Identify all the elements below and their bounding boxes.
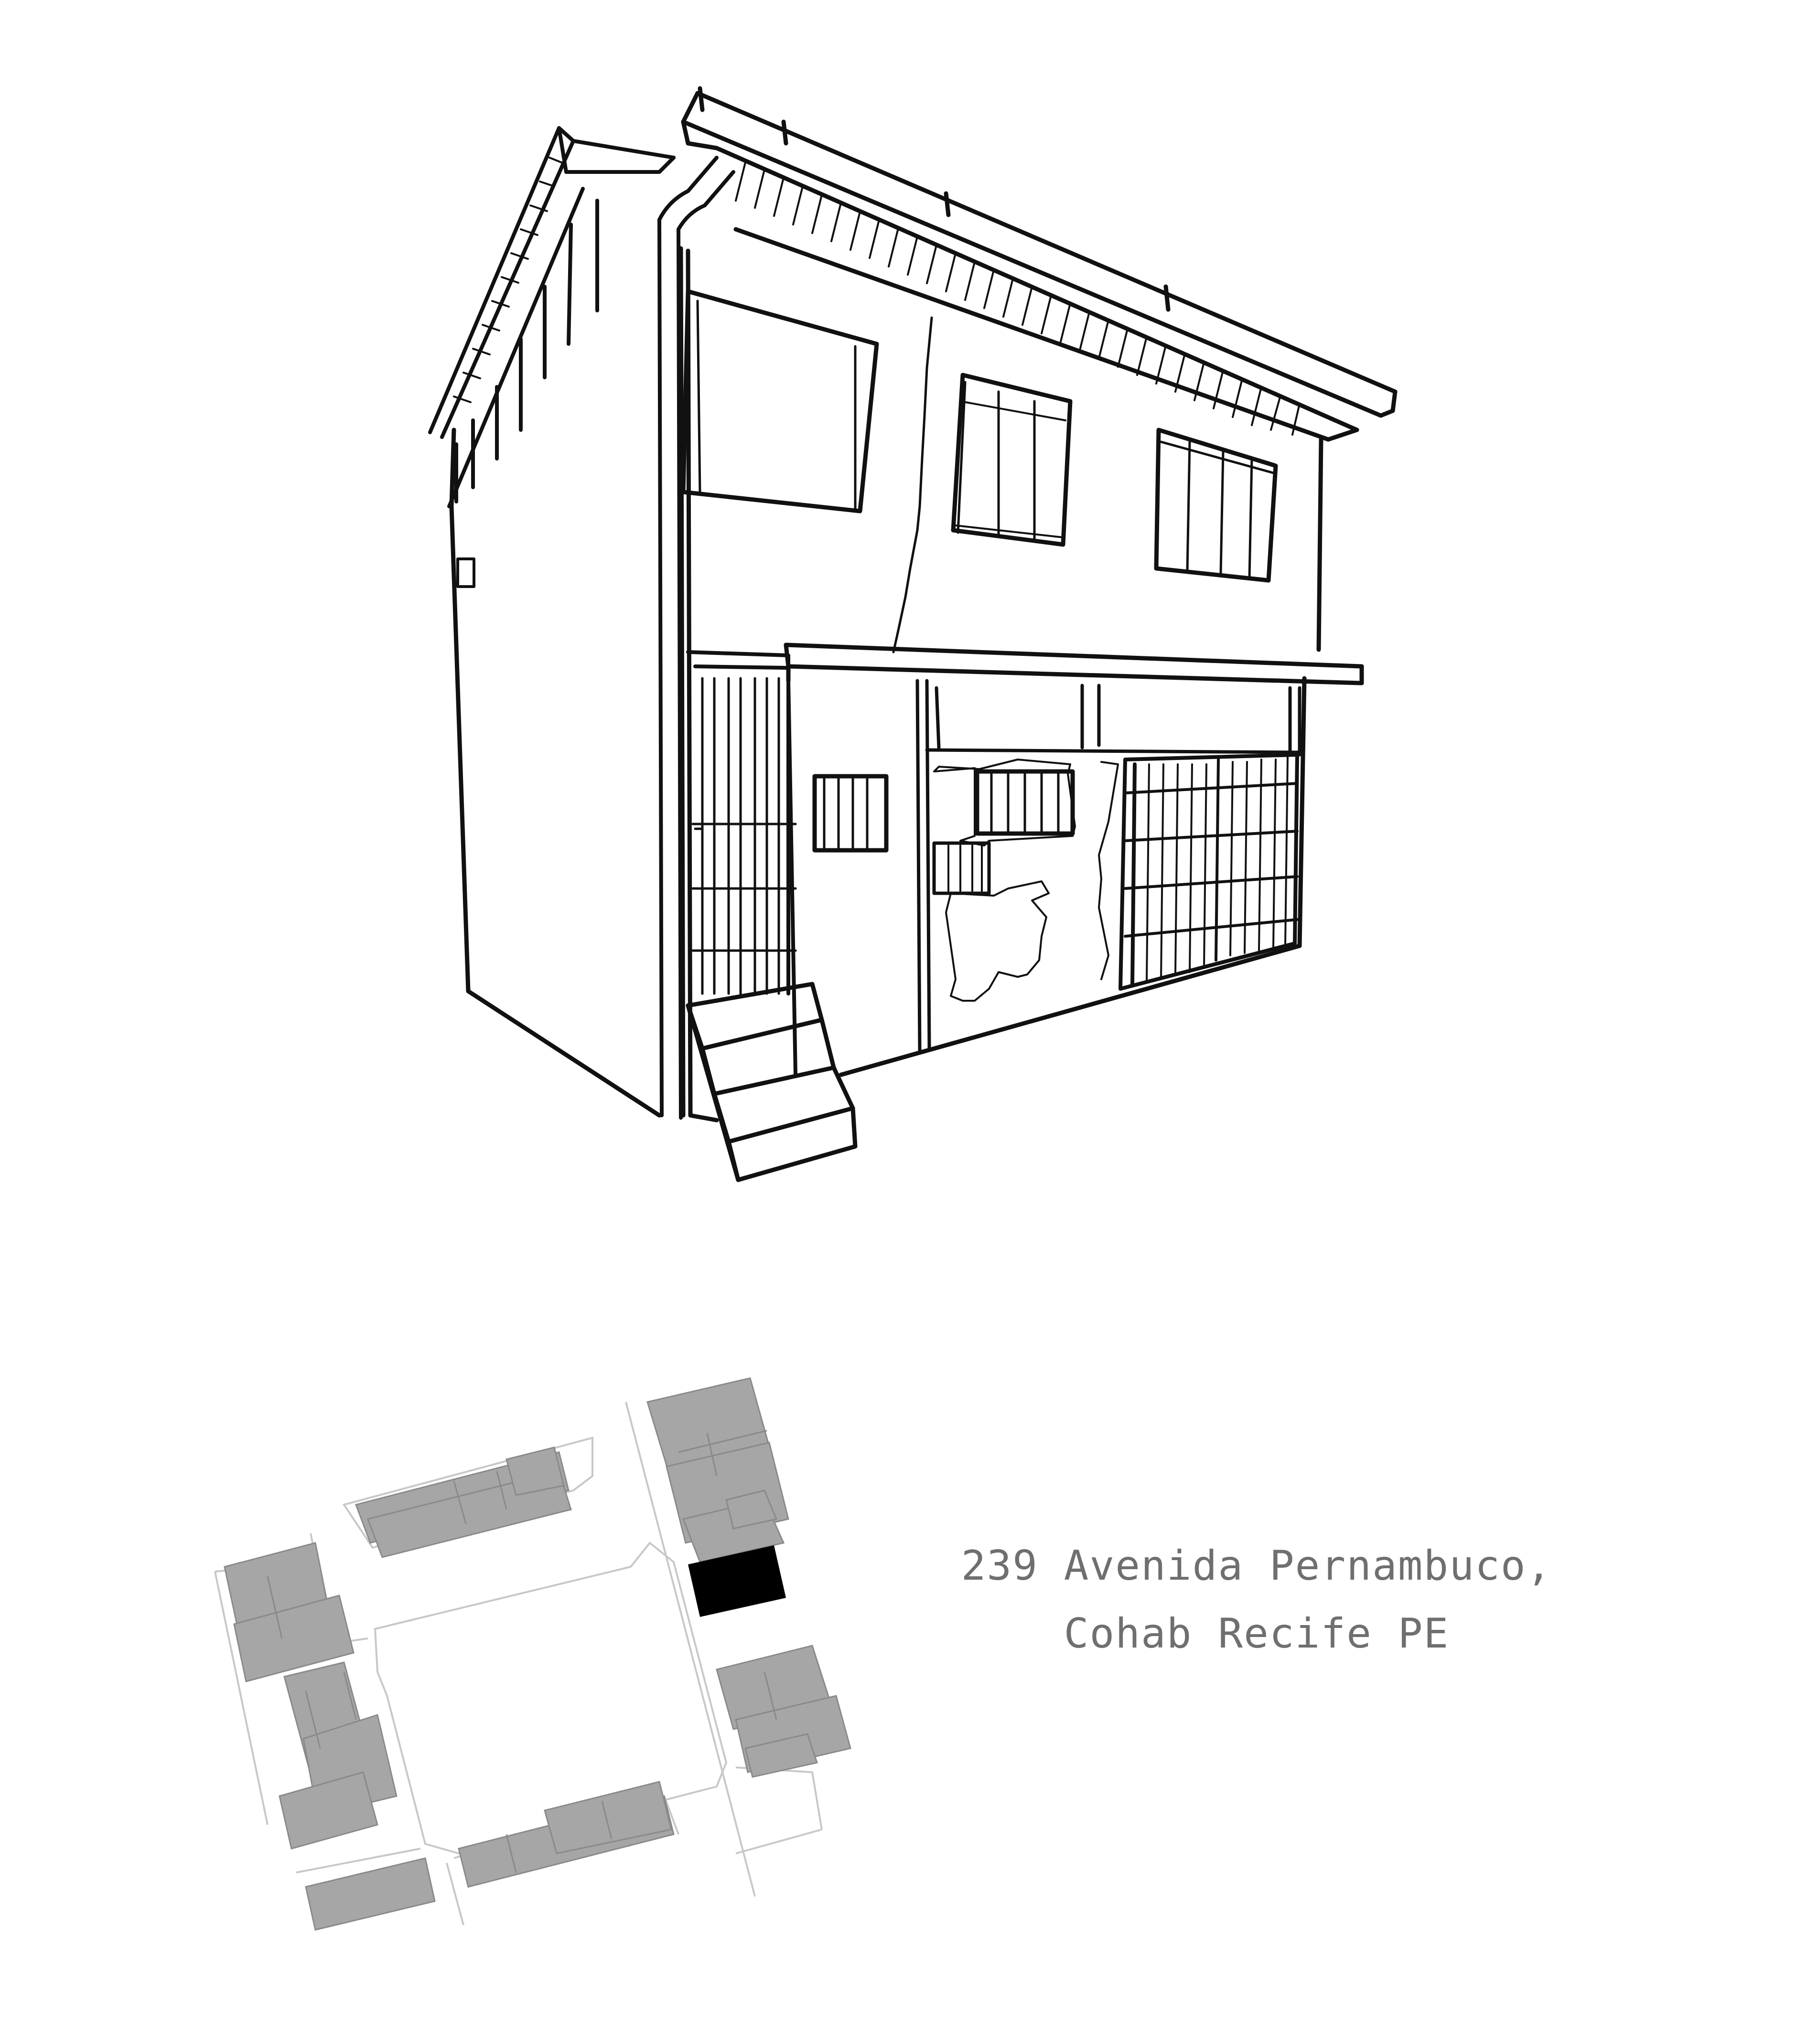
- footprint-dividers: [267, 1430, 777, 1873]
- highlighted-building: [688, 1545, 786, 1617]
- site-plan: [214, 1377, 851, 1931]
- front-steps: [686, 982, 858, 1182]
- main-roof-hatch: [735, 161, 1301, 436]
- downpipe: [657, 156, 735, 1120]
- ac-unit: [932, 841, 991, 895]
- upper-window-right: [1154, 428, 1278, 583]
- address-line-1: 239 Avenida Pernambuco,: [961, 1542, 1552, 1590]
- side-roof-hatch: [453, 157, 562, 403]
- awning: [784, 642, 1364, 685]
- wall-crack: [892, 316, 933, 653]
- barred-window-small: [812, 774, 889, 853]
- side-roof: [428, 126, 676, 508]
- building-drawing: [428, 86, 1398, 1182]
- shopfront-frame: [915, 679, 1301, 1053]
- gate-door-right: [1118, 753, 1299, 991]
- neighbor-footprints: [224, 1377, 851, 1931]
- barred-window-middle: [975, 769, 1075, 836]
- address-line-2: Cohab Recife PE: [1064, 1610, 1450, 1658]
- lower-wall-edge: [786, 679, 797, 1077]
- gate-door-left: [686, 650, 797, 995]
- upper-window-middle: [951, 373, 1073, 547]
- front-wall: [678, 246, 1323, 1123]
- upper-window-left: [681, 289, 879, 514]
- peeling-plaster: [933, 759, 1119, 1002]
- main-roof: [681, 86, 1398, 442]
- side-wall: [449, 428, 662, 1118]
